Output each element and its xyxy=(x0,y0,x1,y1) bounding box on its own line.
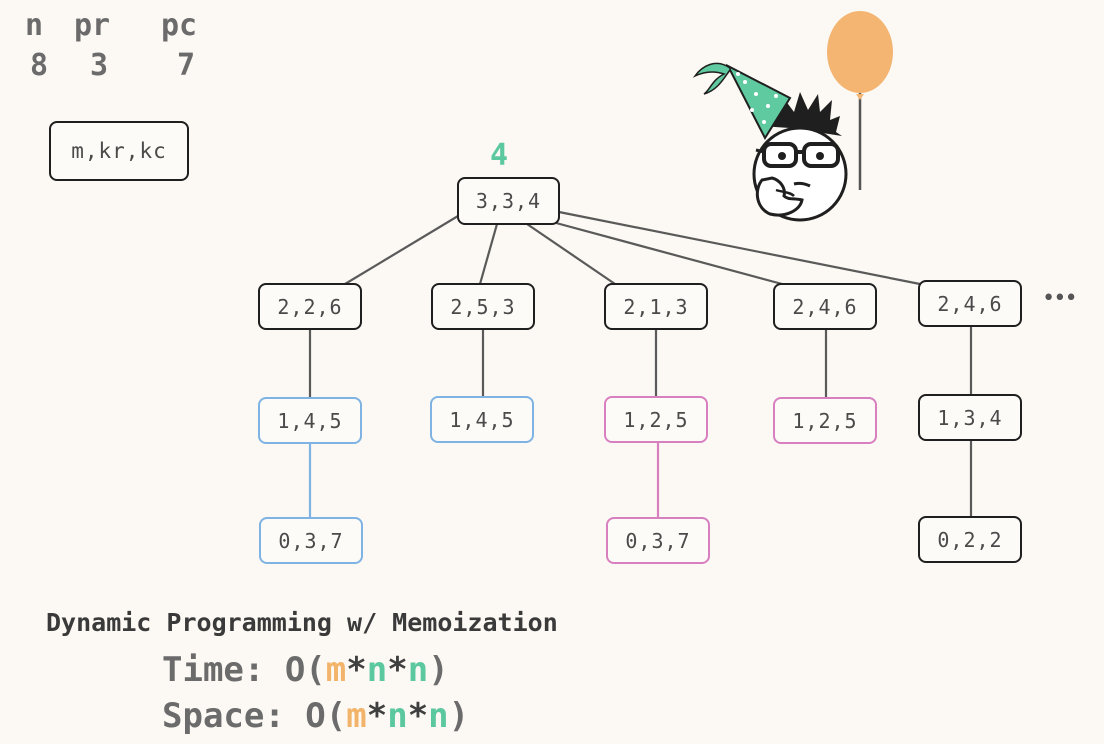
node-l1-b: 2,5,3 xyxy=(431,283,535,330)
edge-root-e xyxy=(558,210,921,286)
node-l1-d: 2,4,6 xyxy=(773,283,877,330)
edge-root-b xyxy=(478,223,499,285)
header-value-pc: 7 xyxy=(177,48,196,83)
time-close: ) xyxy=(428,650,449,690)
time-op-1: * xyxy=(346,650,367,690)
space-close: ) xyxy=(448,696,470,736)
node-l3-a: 0,3,7 xyxy=(259,517,363,564)
party-hat-icon xyxy=(692,62,792,141)
node-l2-b: 1,4,5 xyxy=(430,396,534,443)
balloon-icon xyxy=(827,11,893,190)
hand-icon xyxy=(755,176,804,217)
edge-root-c xyxy=(526,223,616,285)
header-value-n: 8 xyxy=(30,48,49,83)
node-l1-e: 2,4,6 xyxy=(918,280,1022,327)
time-label: Time: O( xyxy=(162,650,326,690)
space-n-1: n xyxy=(387,696,408,736)
node-l2-c: 1,2,5 xyxy=(604,396,708,443)
section-title: Dynamic Programming w/ Memoization xyxy=(46,608,558,637)
root-return-value: 4 xyxy=(490,138,509,173)
space-label: Space: O( xyxy=(162,696,347,736)
header-label-n: n xyxy=(25,8,44,43)
header-label-pr: pr xyxy=(74,8,111,43)
node-l1-a: 2,2,6 xyxy=(258,283,362,330)
more-ellipsis: ••• xyxy=(1042,286,1078,311)
edge-root-a xyxy=(344,215,459,285)
thinking-character-illustration xyxy=(692,11,893,222)
legend-node: m,kr,kc xyxy=(49,121,189,181)
time-m: m xyxy=(325,650,347,690)
root-node: 3,3,4 xyxy=(457,177,560,225)
node-l3-e: 0,2,2 xyxy=(918,516,1022,563)
node-l2-e: 1,3,4 xyxy=(918,394,1022,441)
time-complexity: Time: O(m*n*n) xyxy=(162,650,449,690)
space-op-1: * xyxy=(366,696,388,736)
node-l1-c: 2,1,3 xyxy=(604,283,708,330)
node-l2-a: 1,4,5 xyxy=(258,397,362,444)
space-op-2: * xyxy=(407,696,429,736)
space-complexity: Space: O(m*n*n) xyxy=(162,696,469,736)
edge-root-d xyxy=(544,218,783,286)
time-n-2: n xyxy=(407,650,429,690)
node-l3-c: 0,3,7 xyxy=(606,517,710,564)
space-m: m xyxy=(346,696,367,736)
header-label-pc: pc xyxy=(161,8,198,43)
node-l2-d: 1,2,5 xyxy=(773,397,877,444)
header-value-pr: 3 xyxy=(90,48,109,83)
hair-icon xyxy=(760,92,842,136)
time-n-1: n xyxy=(366,650,388,690)
space-n-2: n xyxy=(428,696,449,736)
time-op-2: * xyxy=(387,650,408,690)
